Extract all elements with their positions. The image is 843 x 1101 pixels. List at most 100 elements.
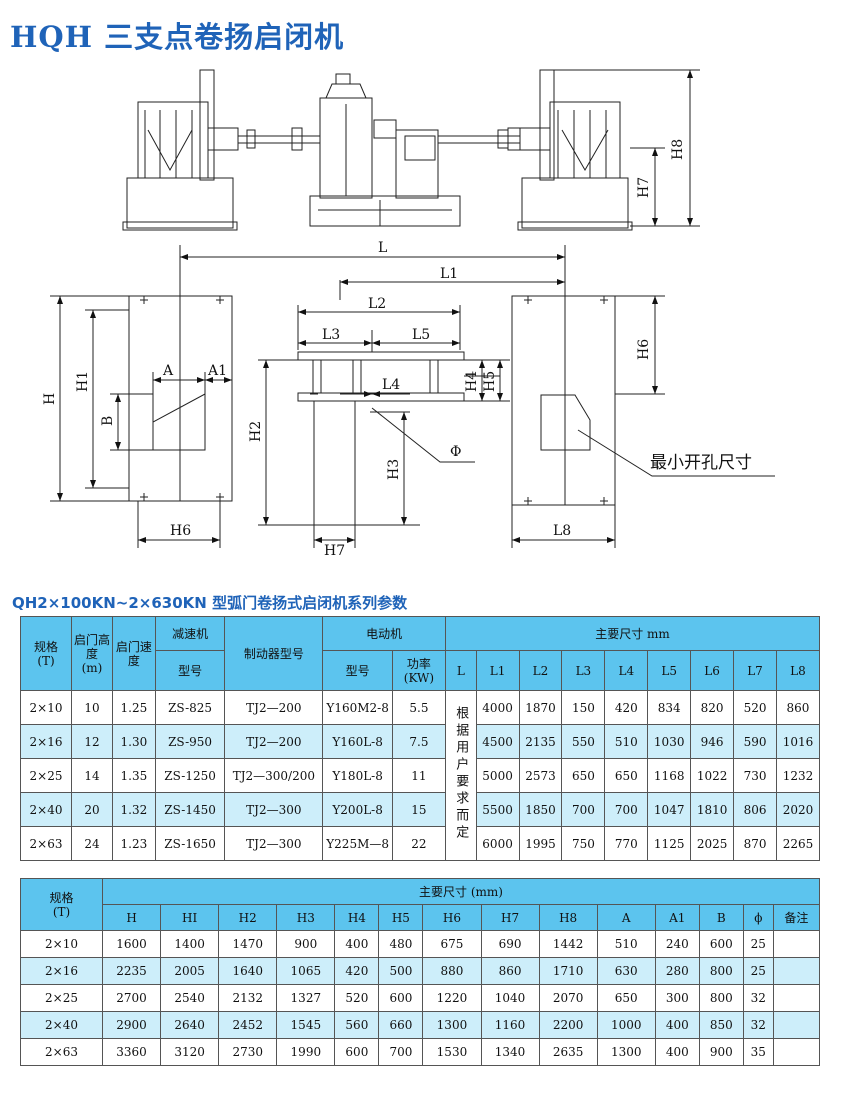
- table-cell: 1065: [276, 957, 336, 985]
- table-cell: 25: [742, 957, 774, 985]
- table-cell: TJ2—200: [224, 724, 324, 759]
- table-cell: TJ2—300: [224, 826, 324, 861]
- dim-phi: Φ: [450, 444, 461, 460]
- table-cell: 1340: [480, 1038, 540, 1066]
- col-reducer-model: 型号: [154, 650, 226, 691]
- dim-H7-bottom: H7: [324, 543, 345, 558]
- table-cell: 35: [742, 1038, 774, 1066]
- table-cell: 2025: [690, 826, 735, 861]
- table-cell: 3360: [101, 1038, 162, 1066]
- table-cell: 2005: [160, 957, 220, 985]
- table-cell: 1.35: [111, 758, 156, 793]
- table-cell: ZS-950: [154, 724, 226, 759]
- table-cell: 2×16: [20, 957, 103, 985]
- col-L2: L2: [518, 650, 563, 691]
- col2-header: H4: [334, 904, 380, 931]
- table-cell: 1400: [160, 930, 220, 958]
- table-cell: 1016: [775, 724, 821, 759]
- table-cell: 1850: [518, 792, 563, 827]
- table-cell: 22: [391, 826, 446, 861]
- table-cell: 820: [690, 690, 735, 725]
- col2-header: 备注: [772, 904, 821, 931]
- table-cell: 2020: [775, 792, 821, 827]
- col-speed: 启门速度: [111, 616, 156, 691]
- table-cell: 5500: [475, 792, 520, 827]
- col-L3: L3: [561, 650, 606, 691]
- table-cell: 5000: [475, 758, 520, 793]
- col-dims: 主要尺寸 mm: [444, 616, 821, 651]
- col2-header: H6: [422, 904, 482, 931]
- dim-H: H: [42, 393, 58, 405]
- table-cell: 7.5: [391, 724, 446, 759]
- table-cell: TJ2—300: [224, 792, 324, 827]
- table-cell: 1160: [480, 1011, 540, 1039]
- table-cell: 1047: [647, 792, 692, 827]
- table-cell: 2900: [101, 1011, 162, 1039]
- table-cell: 1232: [775, 758, 821, 793]
- table-cell: 1327: [276, 984, 336, 1012]
- table-cell: 2×16: [19, 724, 73, 759]
- table-cell: 850: [698, 1011, 744, 1039]
- table-cell: 1000: [596, 1011, 656, 1039]
- table-cell: ZS-1250: [154, 758, 226, 793]
- table-cell: 4000: [475, 690, 520, 725]
- table-cell: 2265: [775, 826, 821, 861]
- table-cell: 700: [604, 792, 649, 827]
- table-cell: 1030: [647, 724, 692, 759]
- dim-H6-right: H6: [636, 339, 652, 360]
- dim-L3: L3: [322, 327, 340, 343]
- col-reducer: 减速机: [154, 616, 226, 651]
- col-L8: L8: [775, 650, 821, 691]
- table-cell: 1640: [218, 957, 278, 985]
- table-cell: 900: [698, 1038, 744, 1066]
- table-cell: 1990: [276, 1038, 336, 1066]
- col-L5: L5: [647, 650, 692, 691]
- table-cell: 690: [480, 930, 540, 958]
- table-cell: 1022: [690, 758, 735, 793]
- table-cell: 150: [561, 690, 606, 725]
- dim-L5: L5: [412, 327, 430, 343]
- dim-H5: H5: [482, 371, 498, 392]
- table-cell: 2573: [518, 758, 563, 793]
- col2-header: H3: [276, 904, 336, 931]
- table-cell: 1470: [218, 930, 278, 958]
- table-cell: 675: [422, 930, 482, 958]
- table-cell: 1600: [101, 930, 162, 958]
- dim-H3: H3: [386, 459, 402, 480]
- table-cell: 700: [561, 792, 606, 827]
- table-cell: 520: [334, 984, 380, 1012]
- table-cell: [772, 1038, 821, 1066]
- elevation-view: [122, 69, 700, 231]
- col2-header: HI: [160, 904, 220, 931]
- col2-header: B: [698, 904, 744, 931]
- table-cell: 800: [698, 957, 744, 985]
- table-cell: 11: [391, 758, 446, 793]
- table-cell: 1810: [690, 792, 735, 827]
- table-cell: 700: [378, 1038, 424, 1066]
- table-cell: 860: [480, 957, 540, 985]
- table-cell: 1220: [422, 984, 482, 1012]
- table-cell: 400: [654, 1011, 700, 1039]
- table-cell: 1.32: [111, 792, 156, 827]
- table-cell: 520: [733, 690, 777, 725]
- col-spec: 规格(T): [19, 616, 73, 691]
- table-cell: 1125: [647, 826, 692, 861]
- table-cell: 630: [596, 957, 656, 985]
- table-cell: 2700: [101, 984, 162, 1012]
- col-height: 启门高度(m): [71, 616, 113, 691]
- dim-B: B: [100, 416, 116, 426]
- table-cell: 3120: [160, 1038, 220, 1066]
- table-cell: 2640: [160, 1011, 220, 1039]
- table-cell: 2235: [101, 957, 162, 985]
- table-cell: 834: [647, 690, 692, 725]
- table-cell: Y180L-8: [322, 758, 393, 793]
- col2-header: H7: [480, 904, 540, 931]
